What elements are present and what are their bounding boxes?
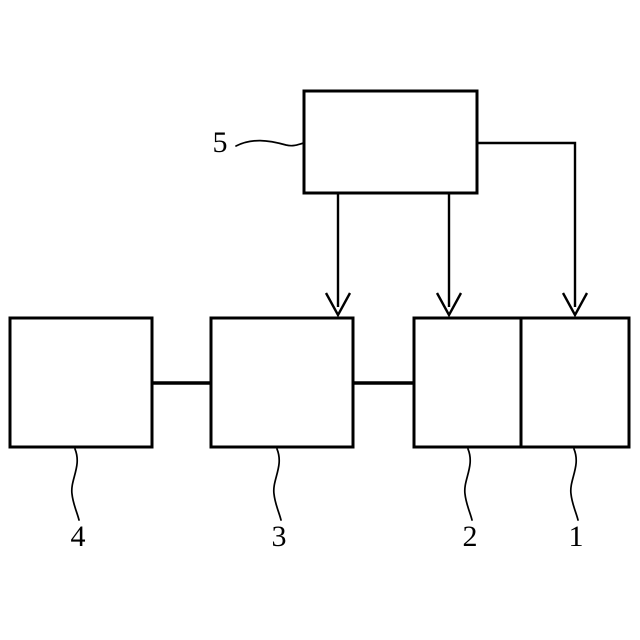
control-signal-lines — [336, 141, 577, 307]
block-3-rect[interactable] — [209, 316, 355, 449]
block-4-rect[interactable] — [8, 316, 154, 449]
reference-label-3: 3 — [272, 520, 287, 553]
arrowhead-to-1 — [561, 292, 589, 318]
leader-line-5 — [235, 139, 305, 147]
arrowhead-to-2 — [435, 292, 463, 318]
leader-line-3 — [272, 448, 282, 521]
control-line-to-1 — [477, 141, 577, 307]
leader-line-2 — [463, 448, 473, 521]
blocks — [8, 89, 631, 449]
reference-label-4: 4 — [71, 520, 86, 553]
leader-line-1 — [569, 448, 579, 521]
reference-leaders — [70, 139, 579, 521]
reference-numerals: 5 4 3 2 1 — [71, 126, 584, 553]
block-5-rect[interactable] — [302, 89, 479, 195]
reference-label-1: 1 — [569, 520, 584, 553]
leader-line-4 — [70, 448, 80, 521]
reference-label-5: 5 — [213, 126, 228, 159]
arrowhead-to-3 — [324, 292, 352, 318]
reference-label-2: 2 — [463, 520, 478, 553]
control-arrowheads — [324, 292, 589, 318]
